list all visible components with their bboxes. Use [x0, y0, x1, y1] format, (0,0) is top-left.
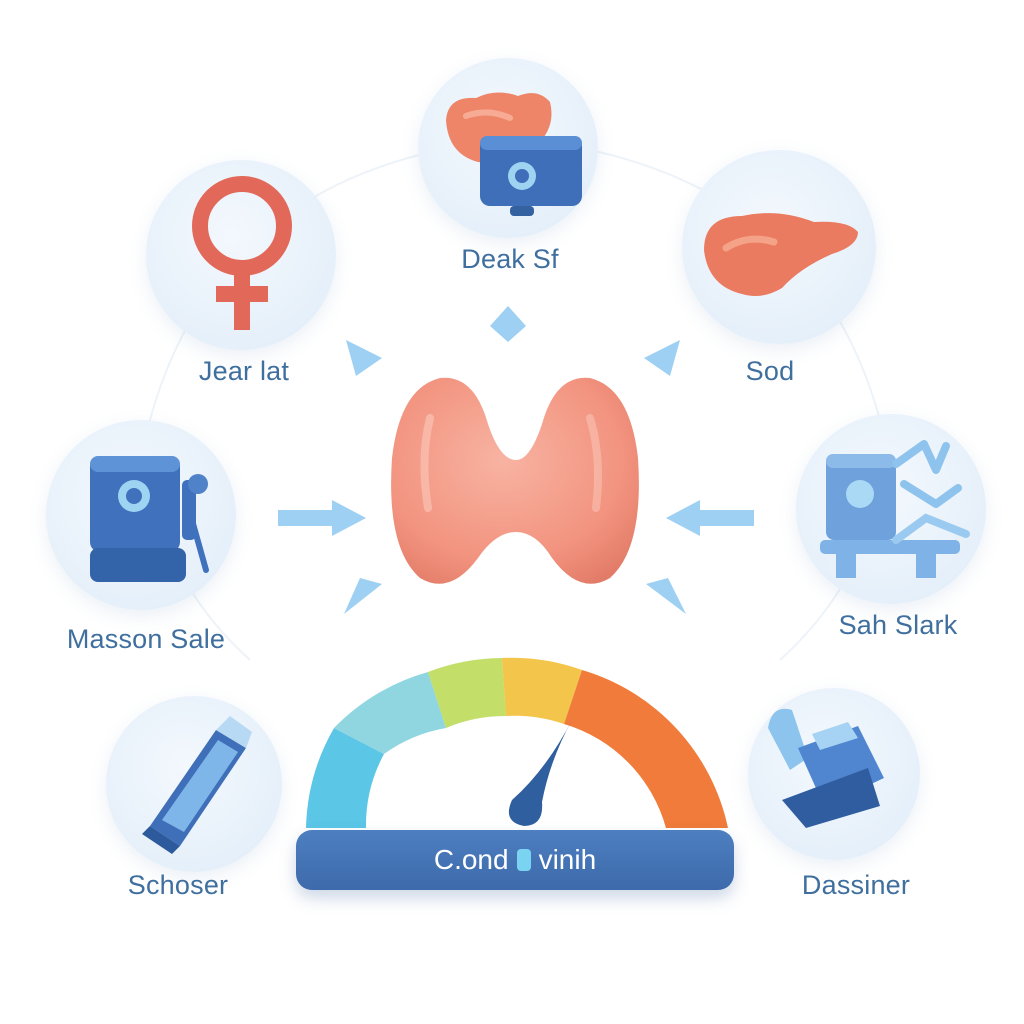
gauge-segment-5: [564, 670, 728, 828]
arrow-lower-left: [344, 578, 382, 614]
node-mid-left-circle: [46, 420, 236, 610]
node-upper-right-label: Sod: [745, 356, 795, 386]
liver-organ-icon: [704, 213, 858, 296]
gauge-segment-1: [306, 728, 384, 828]
blue-device-icon: [90, 456, 209, 582]
gauge-needle: [508, 720, 572, 826]
status-marker: [516, 849, 531, 871]
blue-machine-icon: [820, 440, 970, 578]
node-upper-left-label: Jear lat: [198, 356, 290, 386]
gauge: [306, 657, 728, 828]
status-bar: C.ond vinih: [296, 830, 734, 890]
arrow-lower-right: [646, 578, 686, 614]
gauge-segment-2: [334, 672, 446, 754]
node-lower-left-circle: [106, 696, 282, 872]
arrow-top: [490, 306, 526, 342]
status-text-after: vinih: [538, 844, 597, 875]
node-top-label: Deak Sf: [461, 244, 559, 274]
blue-cartridge-icon: [142, 716, 252, 854]
arrow-mid-left: [278, 500, 366, 536]
blue-sprayer-icon: [768, 708, 884, 828]
arrow-upper-left: [346, 340, 382, 376]
status-text-before: C.ond: [433, 844, 509, 875]
node-lower-right-circle: [748, 688, 920, 860]
arrow-mid-right: [666, 500, 754, 536]
node-upper-left-circle: [146, 160, 336, 350]
arrow-upper-right: [644, 340, 680, 376]
gauge-segment-3: [428, 658, 506, 728]
node-lower-right-label: Dassiner: [801, 870, 911, 900]
node-mid-right-label: Sah Slark: [838, 610, 958, 640]
thyroid-gland-icon: [391, 377, 639, 584]
node-mid-left-label: Masson Sale: [66, 624, 226, 654]
node-top-circle: [418, 58, 598, 238]
gland-organ-with-device-icon: [446, 92, 582, 216]
node-upper-right-circle: [682, 150, 876, 344]
node-lower-left-label: Schoser: [127, 870, 229, 900]
female-symbol-icon: [192, 176, 292, 330]
node-mid-right-circle: [796, 414, 986, 604]
gauge-segment-4: [502, 657, 582, 724]
